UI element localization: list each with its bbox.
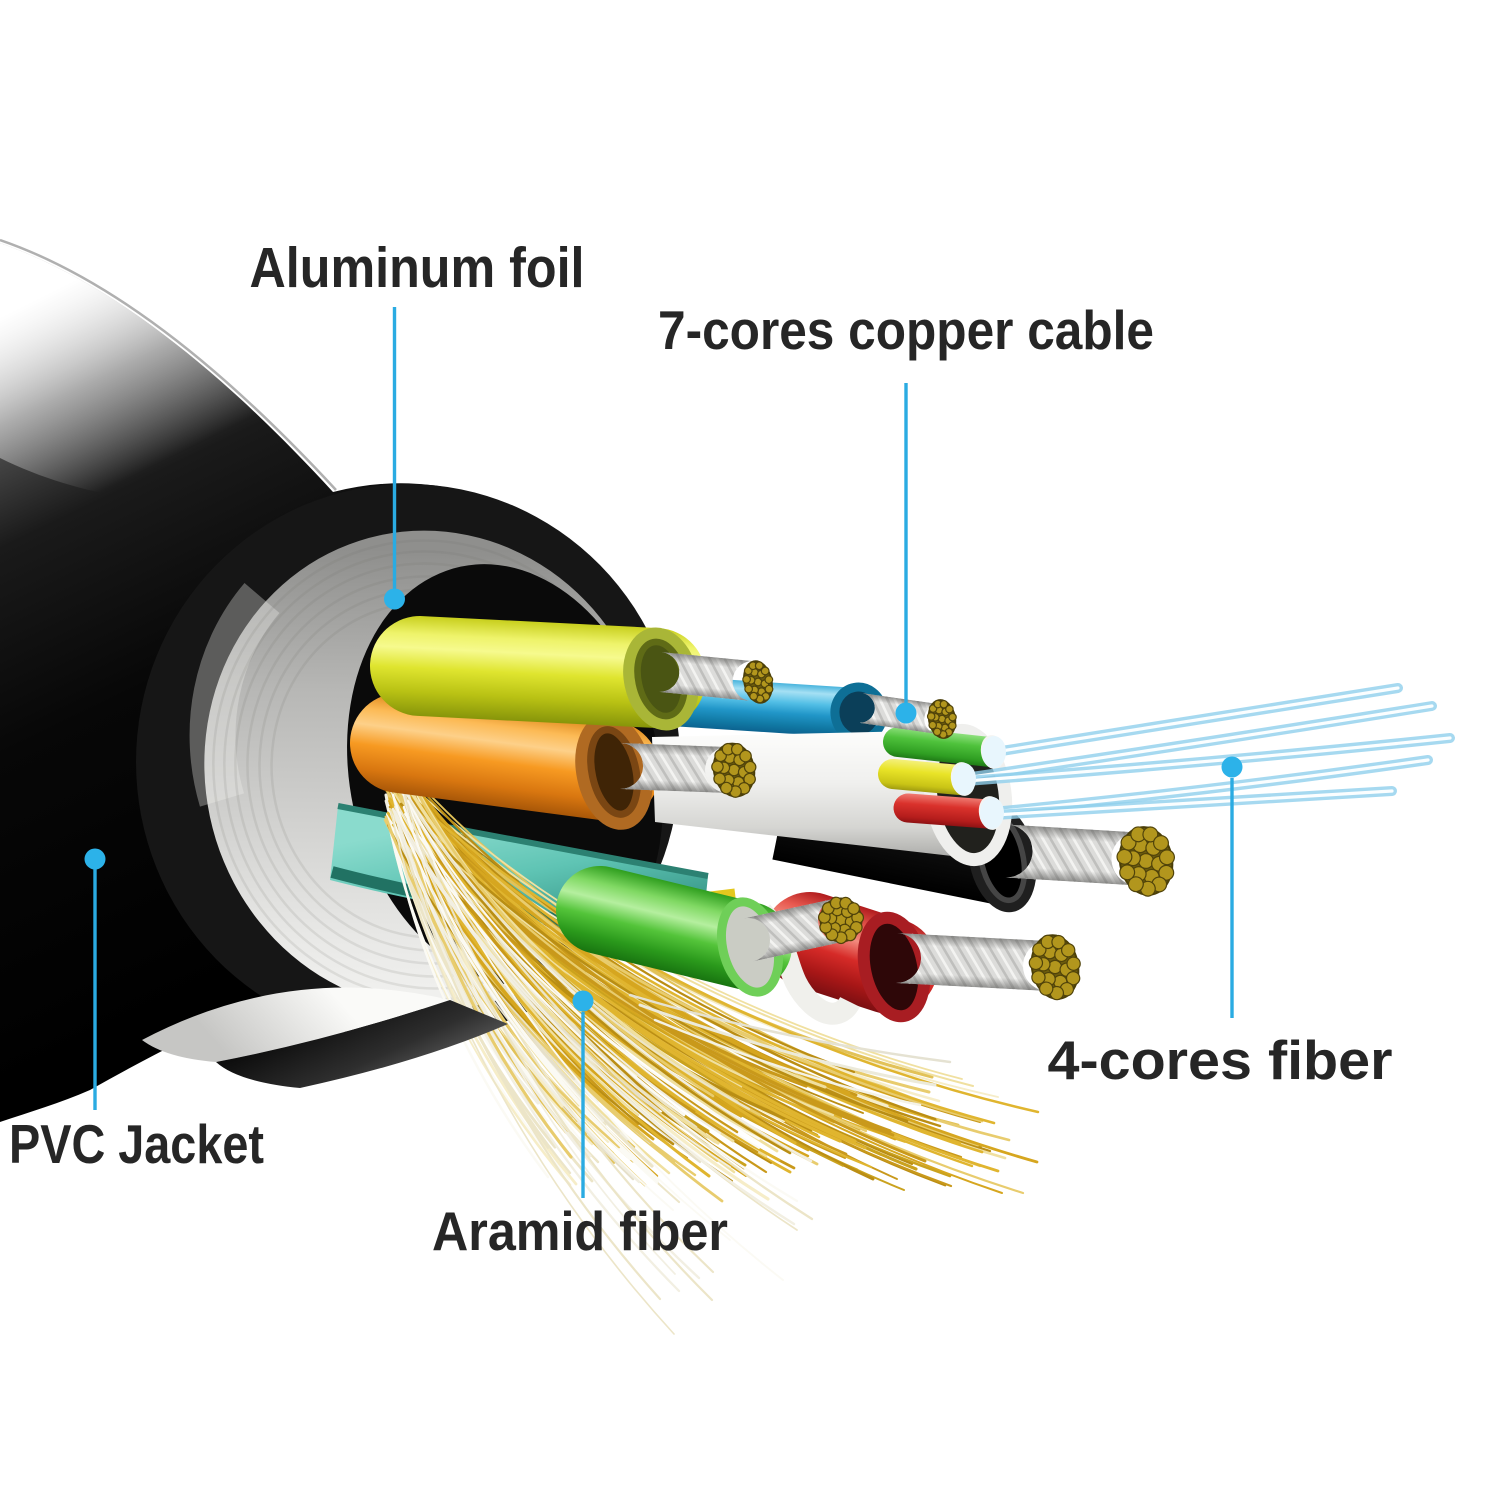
svg-text:7-cores copper cable: 7-cores copper cable bbox=[658, 299, 1154, 361]
svg-text:Aramid fiber: Aramid fiber bbox=[432, 1200, 728, 1262]
svg-text:Aluminum foil: Aluminum foil bbox=[250, 236, 585, 300]
svg-text:PVC Jacket: PVC Jacket bbox=[9, 1113, 264, 1175]
svg-text:4-cores fiber: 4-cores fiber bbox=[1048, 1029, 1393, 1091]
